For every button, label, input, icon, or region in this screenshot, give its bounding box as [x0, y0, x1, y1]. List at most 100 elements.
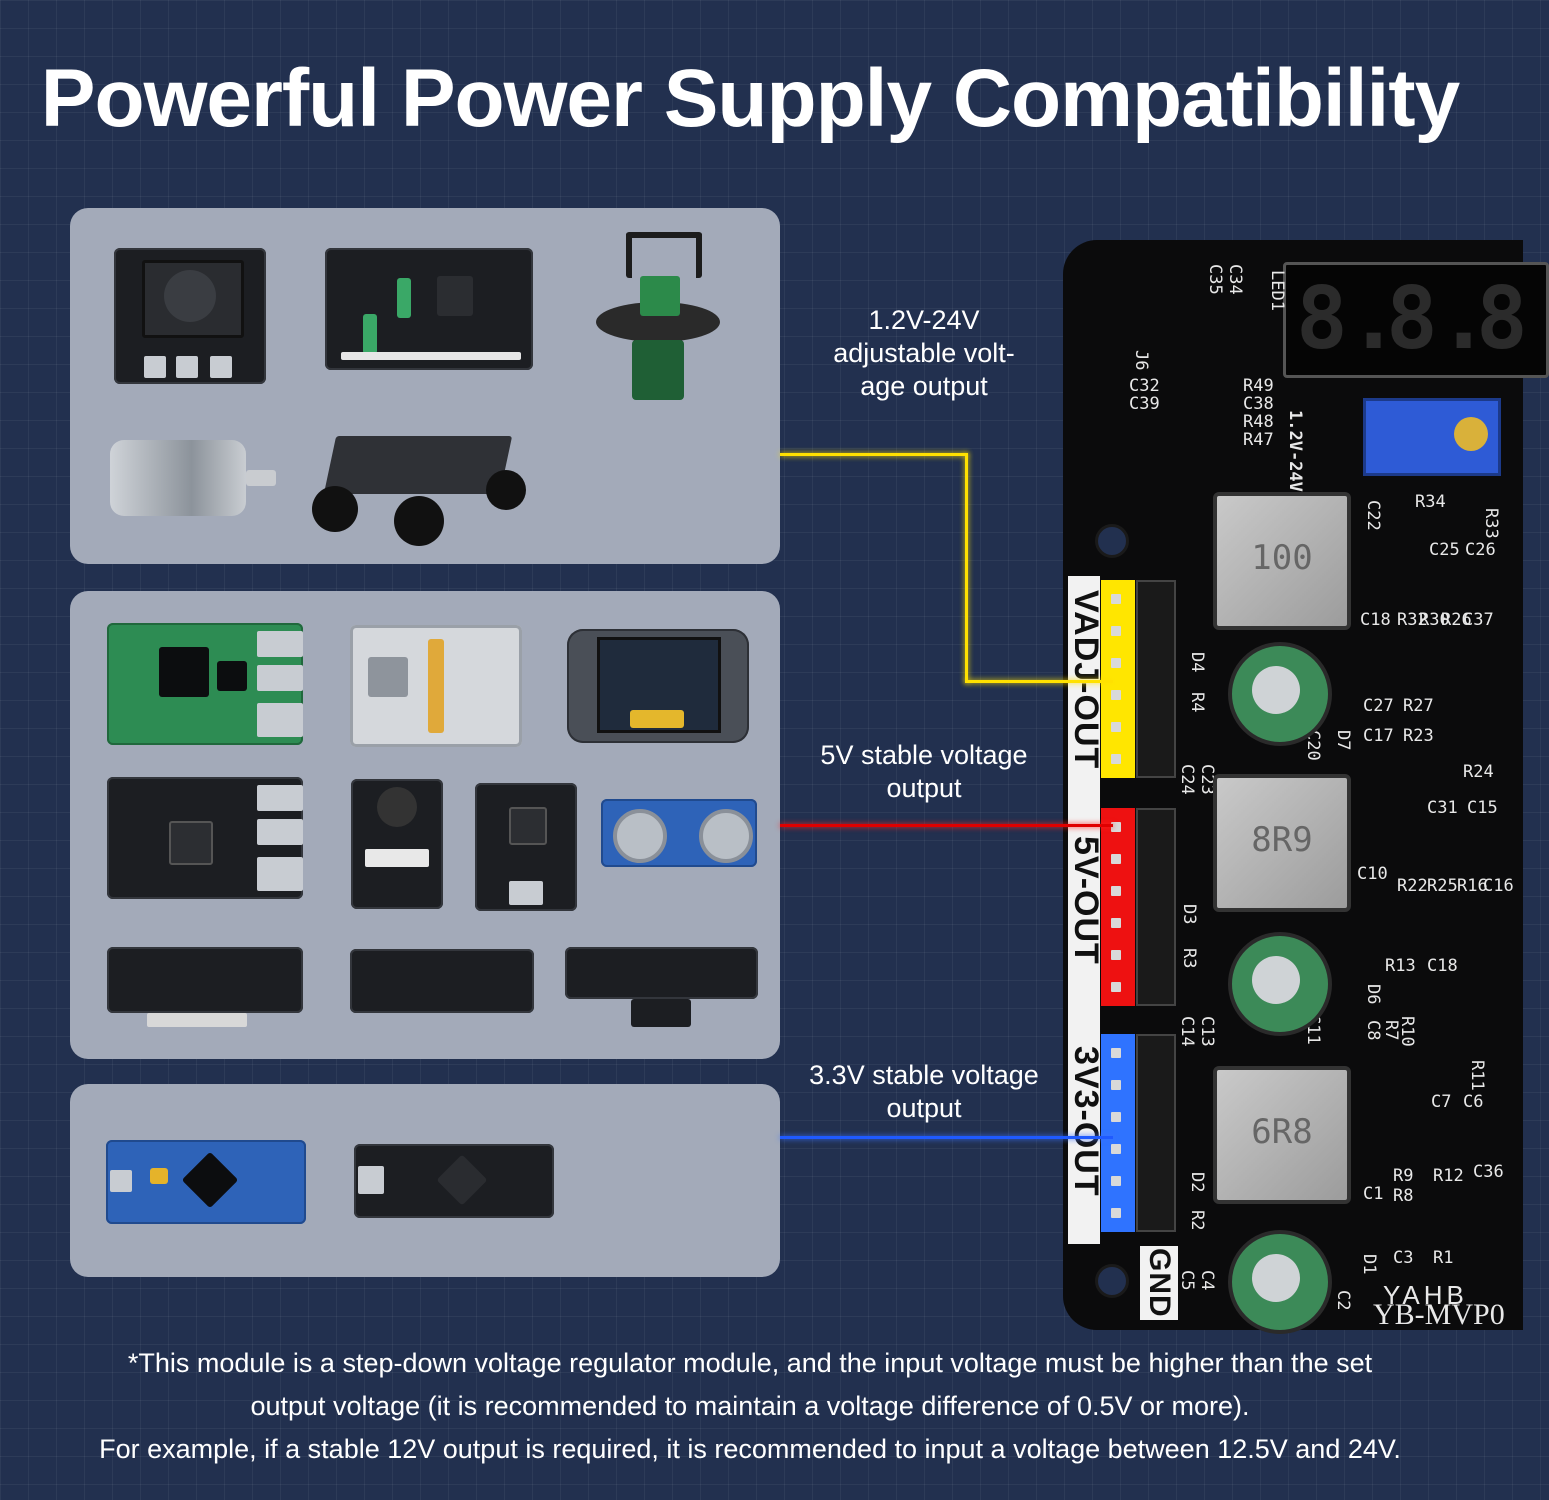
silk-j6: J6 [1131, 350, 1151, 371]
lidar-gimbal-image [596, 232, 720, 408]
line-tracker-8ch-image [107, 947, 303, 1027]
inductor-6r8: 6R8 [1213, 1066, 1351, 1204]
silk-c38: C38 [1243, 394, 1274, 414]
silk-r3: R3 [1179, 948, 1199, 969]
ultrasonic-sensor-image [601, 799, 757, 867]
silk-r9: R9 [1393, 1166, 1414, 1186]
camera-module-image [350, 625, 522, 747]
silk-r26: R26 [1441, 610, 1472, 630]
silk-r47: R47 [1243, 430, 1274, 450]
silk-c26: C26 [1465, 540, 1496, 560]
5v-output-label: 5V stable voltage output [820, 740, 1028, 803]
silk-r11: R11 [1467, 1060, 1487, 1091]
footer-line-3: For example, if a stable 12V output is r… [99, 1434, 1401, 1464]
silk-r7: R7 [1381, 1020, 1401, 1041]
silk-c18-a: C18 [1360, 610, 1391, 630]
silk-c14: C14 [1177, 1016, 1197, 1047]
mount-hole-1 [1095, 524, 1129, 558]
silk-c36: C36 [1473, 1162, 1504, 1182]
3v3-output-label: 3.3V stable voltage output [809, 1060, 1039, 1123]
stm32-board-image [106, 1140, 306, 1224]
gnd-header-5v [1136, 808, 1176, 1006]
silk-c4: C4 [1197, 1270, 1217, 1291]
silk-c7: C7 [1431, 1092, 1452, 1112]
silk-c27: C27 [1363, 696, 1394, 716]
seven-segment-display: 8.8.8 [1283, 262, 1549, 378]
expansion-board-image [325, 248, 533, 370]
rp2040-board-image [354, 1144, 554, 1218]
silk-c6: C6 [1463, 1092, 1484, 1112]
camera-board-image [351, 779, 443, 909]
raspberry-pi-image [107, 623, 303, 745]
page-title: Powerful Power Supply Compatibility [40, 53, 1460, 144]
silk-c24: C24 [1177, 764, 1197, 795]
silk-d3: D3 [1179, 904, 1199, 925]
silk-c3: C3 [1393, 1248, 1414, 1268]
5v-out-label: 5V-OUT [1067, 836, 1105, 965]
adjust-potentiometer [1363, 398, 1501, 476]
silk-r22: R22 [1397, 876, 1428, 896]
5v-wire [780, 824, 1113, 827]
robot-car-chassis-image [310, 430, 526, 548]
silk-c37: C37 [1463, 610, 1494, 630]
capacitor-1 [1228, 642, 1332, 746]
silk-r1: R1 [1433, 1248, 1454, 1268]
silk-d4: D4 [1187, 652, 1207, 673]
3v3-pin-header [1101, 1034, 1135, 1232]
vadj-out-label: VADJ-OUT [1066, 590, 1105, 769]
gnd-label: GND [1140, 1246, 1178, 1320]
sbc-board-image [107, 777, 303, 899]
silk-r49: R49 [1243, 376, 1274, 396]
silk-d7: D7 [1333, 730, 1353, 751]
silk-c25: C25 [1429, 540, 1460, 560]
silk-r24: R24 [1463, 762, 1494, 782]
silk-r4: R4 [1187, 692, 1207, 713]
mount-hole-2 [1095, 1264, 1129, 1298]
5v-header-strip [1068, 806, 1100, 1036]
silk-c17: C17 [1363, 726, 1394, 746]
vadj-wire-vertical [965, 453, 968, 683]
5v-pin-header [1101, 808, 1135, 1006]
capacitor-2 [1228, 932, 1332, 1036]
silk-r25: R25 [1427, 876, 1458, 896]
display-screen-image [567, 629, 749, 743]
silk-c22: C22 [1363, 500, 1383, 531]
footer-line-1: *This module is a step-down voltage regu… [127, 1348, 1373, 1378]
silk-c39: C39 [1129, 394, 1160, 414]
model-silkscreen: YB-MVP0 [1373, 1298, 1505, 1331]
5v-devices-panel [70, 591, 780, 1059]
silk-d1: D1 [1359, 1254, 1379, 1275]
silk-c16: C16 [1483, 876, 1514, 896]
silk-r23: R23 [1403, 726, 1434, 746]
silk-c34: C34 [1225, 264, 1245, 295]
line-tracker-yahboom-image [350, 949, 534, 1013]
silk-c13: C13 [1197, 1016, 1217, 1047]
silk-r34: R34 [1415, 492, 1446, 512]
silk-c32: C32 [1129, 376, 1160, 396]
line-tracker-4ch-image [565, 947, 758, 1027]
footer-line-2: output voltage (it is recommended to mai… [250, 1391, 1250, 1421]
silk-c18-b: R13 [1385, 956, 1416, 976]
3v3-wire [780, 1136, 1113, 1139]
silk-r2: R2 [1187, 1210, 1207, 1231]
silk-d2: D2 [1187, 1172, 1207, 1193]
silk-r8: R8 [1393, 1186, 1414, 1206]
regulator-pcb-image: 8.8.8 1.2V-24V C34 C35 LED1 J6 C32 C39 R… [1063, 240, 1549, 1334]
silk-r33: R33 [1481, 508, 1501, 539]
gnd-header-3v3 [1136, 1034, 1176, 1232]
silk-r16: R16 [1457, 876, 1488, 896]
jetson-dev-kit-image [114, 248, 266, 384]
vadj-wire-end [965, 680, 1113, 683]
vadj-wire [780, 453, 968, 456]
silk-r12: R12 [1433, 1166, 1464, 1186]
inductor-8r9: 8R9 [1213, 774, 1351, 912]
vadj-output-label: 1.2V-24V adjustable volt- age output [833, 305, 1015, 401]
sensor-module-image [475, 783, 577, 911]
3v3-out-label: 3V3-OUT [1067, 1046, 1105, 1197]
silk-c31: C31 [1427, 798, 1458, 818]
capacitor-3 [1228, 1230, 1332, 1334]
3v3-devices-panel [70, 1084, 780, 1277]
silk-c15: C15 [1467, 798, 1498, 818]
footer-note: *This module is a step-down voltage regu… [0, 1342, 1500, 1471]
silk-c2: C2 [1333, 1290, 1353, 1311]
